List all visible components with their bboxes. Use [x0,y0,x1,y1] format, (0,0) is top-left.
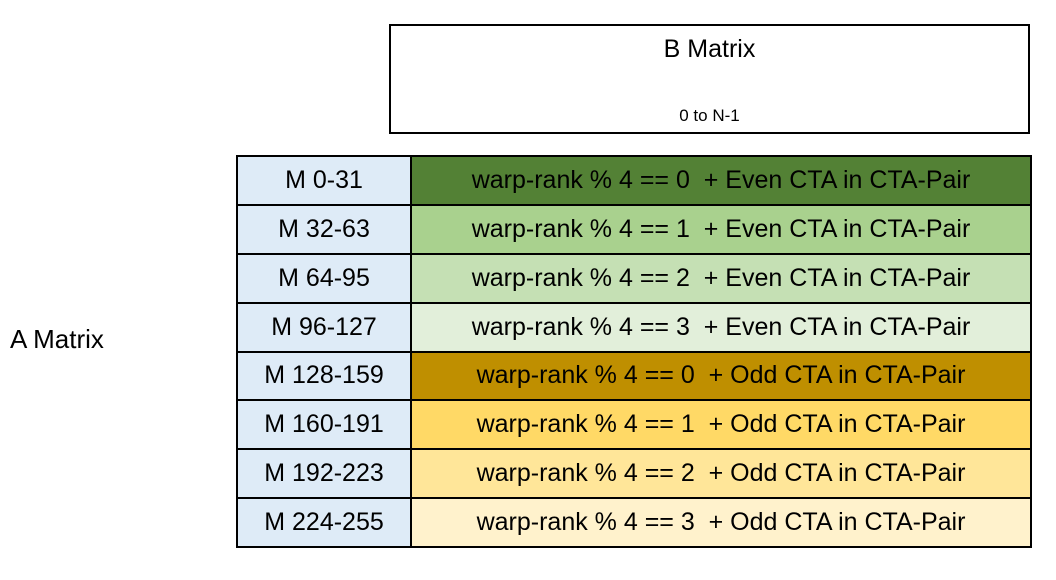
m-range-cell: M 32-63 [236,203,412,255]
warp-rank-cell: warp-rank % 4 == 0 + Odd CTA in CTA-Pair [410,350,1032,402]
warp-rank-cell: warp-rank % 4 == 1 + Odd CTA in CTA-Pair [410,399,1032,451]
table-row: M 0-31 warp-rank % 4 == 0 + Even CTA in … [236,155,1032,206]
m-range-cell: M 128-159 [236,350,412,402]
warp-rank-cell: warp-rank % 4 == 2 + Even CTA in CTA-Pai… [410,252,1032,304]
m-range-cell: M 96-127 [236,301,412,353]
m-range-cell: M 192-223 [236,448,412,500]
warp-rank-cell: warp-rank % 4 == 3 + Odd CTA in CTA-Pair [410,497,1032,548]
table-row: M 128-159 warp-rank % 4 == 0 + Odd CTA i… [236,350,1032,402]
m-range-cell: M 64-95 [236,252,412,304]
warp-rank-cell: warp-rank % 4 == 2 + Odd CTA in CTA-Pair [410,448,1032,500]
m-range-cell: M 160-191 [236,399,412,451]
m-range-cell: M 0-31 [236,155,412,206]
table-row: M 192-223 warp-rank % 4 == 2 + Odd CTA i… [236,448,1032,500]
table-row: M 32-63 warp-rank % 4 == 1 + Even CTA in… [236,203,1032,255]
partition-table: M 0-31 warp-rank % 4 == 0 + Even CTA in … [236,155,1032,548]
warp-rank-cell: warp-rank % 4 == 3 + Even CTA in CTA-Pai… [410,301,1032,353]
warp-rank-cell: warp-rank % 4 == 1 + Even CTA in CTA-Pai… [410,203,1032,255]
table-row: M 64-95 warp-rank % 4 == 2 + Even CTA in… [236,252,1032,304]
b-matrix-box: B Matrix 0 to N-1 [389,24,1030,134]
table-row: M 160-191 warp-rank % 4 == 1 + Odd CTA i… [236,399,1032,451]
b-matrix-title: B Matrix [663,35,756,63]
a-matrix-label: A Matrix [10,324,104,354]
warp-rank-cell: warp-rank % 4 == 0 + Even CTA in CTA-Pai… [410,155,1032,206]
table-row: M 96-127 warp-rank % 4 == 3 + Even CTA i… [236,301,1032,353]
b-matrix-subtitle: 0 to N-1 [679,106,740,125]
m-range-cell: M 224-255 [236,497,412,548]
table-row: M 224-255 warp-rank % 4 == 3 + Odd CTA i… [236,497,1032,548]
